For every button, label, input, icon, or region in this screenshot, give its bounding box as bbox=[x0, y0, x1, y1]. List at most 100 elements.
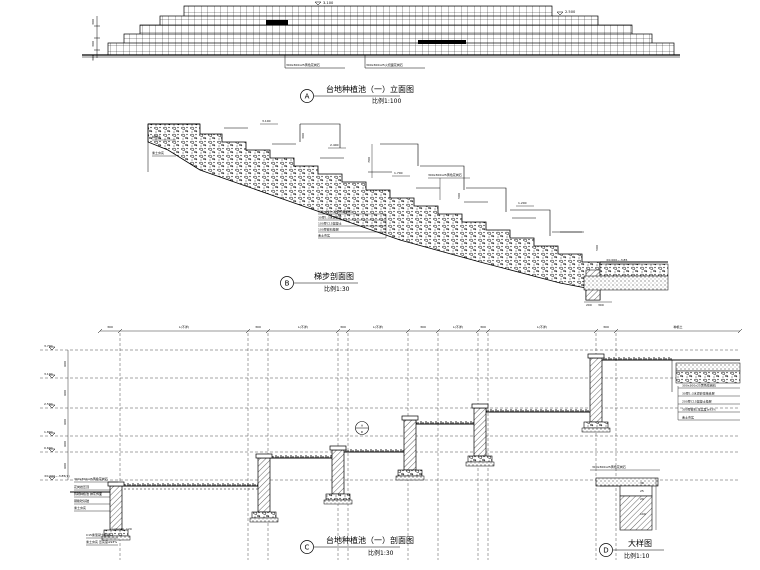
level-label: 3.700 bbox=[44, 344, 53, 348]
top-dim-tick bbox=[335, 328, 341, 334]
grass-tuft bbox=[499, 408, 505, 413]
top-dim-tick bbox=[737, 328, 743, 334]
wall-note-1: 300x300x25黄色花岗石 bbox=[74, 476, 108, 481]
section-c-vertical-guides bbox=[119, 333, 617, 560]
top-dim-tick bbox=[475, 328, 481, 334]
grass-tuft bbox=[354, 448, 360, 453]
grass-tuft bbox=[612, 356, 618, 361]
grass-tuft bbox=[662, 356, 668, 361]
grass-tuft bbox=[627, 356, 633, 361]
grass-tuft bbox=[176, 482, 182, 487]
right-note-4: 300厚碎石 压实度≥93% bbox=[682, 407, 716, 412]
detail-d-dim-3: 20 bbox=[640, 497, 644, 501]
stair-level-5: ±0.000~-3.85 bbox=[606, 258, 627, 262]
stair-left-notes: 种植土 素土夯实 bbox=[152, 134, 176, 157]
level-label: 3.100 bbox=[44, 372, 53, 376]
stair-left-note-2: 素土夯实 bbox=[152, 150, 164, 155]
stair-level-4: 1.200 bbox=[518, 201, 527, 205]
right-note-3: 200厚C15混凝土垫层 bbox=[682, 399, 712, 404]
detail-ref-top: A bbox=[361, 424, 364, 428]
grass-tuft bbox=[216, 482, 222, 487]
grass-tuft bbox=[534, 408, 540, 413]
grass-tuft bbox=[504, 408, 510, 413]
level-label: 1.800 bbox=[44, 430, 53, 434]
caption-d-title: 大样图 bbox=[628, 538, 652, 548]
grass-tuft bbox=[617, 356, 623, 361]
footing-dim-3: 120 bbox=[126, 527, 132, 531]
grass-tuft bbox=[434, 420, 440, 425]
grass-tuft bbox=[632, 356, 638, 361]
planter-wall bbox=[465, 403, 495, 467]
elevation-a-notes: 300x300x25黄色花岗石 300x300x25火烧面花岗石 bbox=[284, 55, 425, 69]
detail-d-dim-1: 30 bbox=[640, 481, 644, 485]
caption-b-mark: B bbox=[285, 280, 290, 288]
caption-c: C 台地种植池（一）剖面图 比例1:30 bbox=[300, 535, 414, 557]
top-dim-label: L(不详) bbox=[537, 324, 547, 329]
elevation-a-dim-3: 300 bbox=[91, 55, 95, 61]
grass-tuft bbox=[151, 482, 157, 487]
planter-wall bbox=[323, 445, 353, 505]
top-dim-tick bbox=[435, 328, 441, 334]
level-marker bbox=[48, 448, 56, 453]
grass-tuft bbox=[574, 408, 580, 413]
grass-tuft bbox=[399, 448, 405, 453]
grass-tuft bbox=[241, 482, 247, 487]
top-dim-tick bbox=[405, 328, 411, 334]
wall-note-5: 素土夯实 bbox=[74, 505, 86, 510]
top-dim-label: 300 bbox=[255, 325, 261, 329]
caption-c-title: 台地种植池（一）剖面图 bbox=[326, 535, 414, 545]
grass-tuft bbox=[374, 448, 380, 453]
grass-tuft bbox=[231, 482, 237, 487]
elevation-a-level-second: 2.500 bbox=[565, 10, 576, 14]
stair-dim-1: 300 bbox=[301, 133, 305, 139]
stair-level-3: 1.700 bbox=[394, 171, 403, 175]
right-ground bbox=[671, 360, 741, 392]
detail-ref-bottom: D bbox=[361, 430, 364, 434]
caption-d-scale: 比例1:10 bbox=[624, 552, 650, 560]
wall-note-4: 钢筋砼基础 bbox=[74, 498, 89, 503]
level-marker bbox=[48, 346, 56, 351]
planter-wall bbox=[249, 453, 279, 523]
grass-tuft bbox=[449, 420, 455, 425]
grass-tuft bbox=[131, 482, 137, 487]
grass-tuft bbox=[637, 356, 643, 361]
stair-layer-notes: 300x300x25黄色花岗石 30厚1:3水泥砂浆 100厚C15混凝土 10… bbox=[318, 209, 387, 239]
caption-a-mark: A bbox=[305, 93, 310, 101]
stair-level-labels: 3.100 2.400 1.700 1.200 ±0.000~-3.85 bbox=[260, 119, 640, 265]
grass-tuft bbox=[554, 408, 560, 413]
detail-d-dim-2: 25 bbox=[640, 489, 644, 493]
grass-tuft bbox=[652, 356, 658, 361]
detail-d-dim-4: 100 bbox=[640, 512, 646, 516]
stair-bottom-dims: 200 300 bbox=[584, 301, 612, 307]
grass-tuft bbox=[549, 408, 555, 413]
grass-line bbox=[121, 356, 673, 487]
top-dim-tick bbox=[97, 328, 103, 334]
grass-tuft bbox=[647, 356, 653, 361]
grass-tuft bbox=[309, 454, 315, 459]
footing-note-2: 素土夯实 压实度≥93% bbox=[86, 539, 117, 544]
grass-tuft bbox=[156, 482, 162, 487]
stair-left-note-1: 种植土 bbox=[152, 134, 161, 139]
wall-note-3: 砖砌种植池 抹灰饰面 bbox=[74, 491, 102, 496]
level-gap-label: 600 bbox=[63, 419, 67, 425]
grass-tuft bbox=[584, 408, 590, 413]
grass-tuft bbox=[657, 356, 663, 361]
grass-tuft bbox=[429, 420, 435, 425]
grass-tuft bbox=[524, 408, 530, 413]
stair-dim-3: 500 bbox=[457, 193, 461, 199]
grass-tuft bbox=[349, 448, 355, 453]
detail-reference: A D bbox=[355, 421, 369, 435]
grass-tuft bbox=[236, 482, 242, 487]
level-marker bbox=[48, 432, 56, 437]
stair-bottom-dim-1: 200 bbox=[586, 303, 592, 307]
stair-level-2: 2.400 bbox=[330, 143, 339, 147]
grass-tuft bbox=[464, 420, 470, 425]
top-dim-tick bbox=[613, 328, 619, 334]
level-label: 0.600 bbox=[44, 446, 53, 450]
wall-note-2: 花岗岩压顶 bbox=[74, 484, 89, 489]
level-marker bbox=[48, 404, 56, 409]
grass-tuft bbox=[126, 482, 132, 487]
grass-tuft bbox=[494, 408, 500, 413]
